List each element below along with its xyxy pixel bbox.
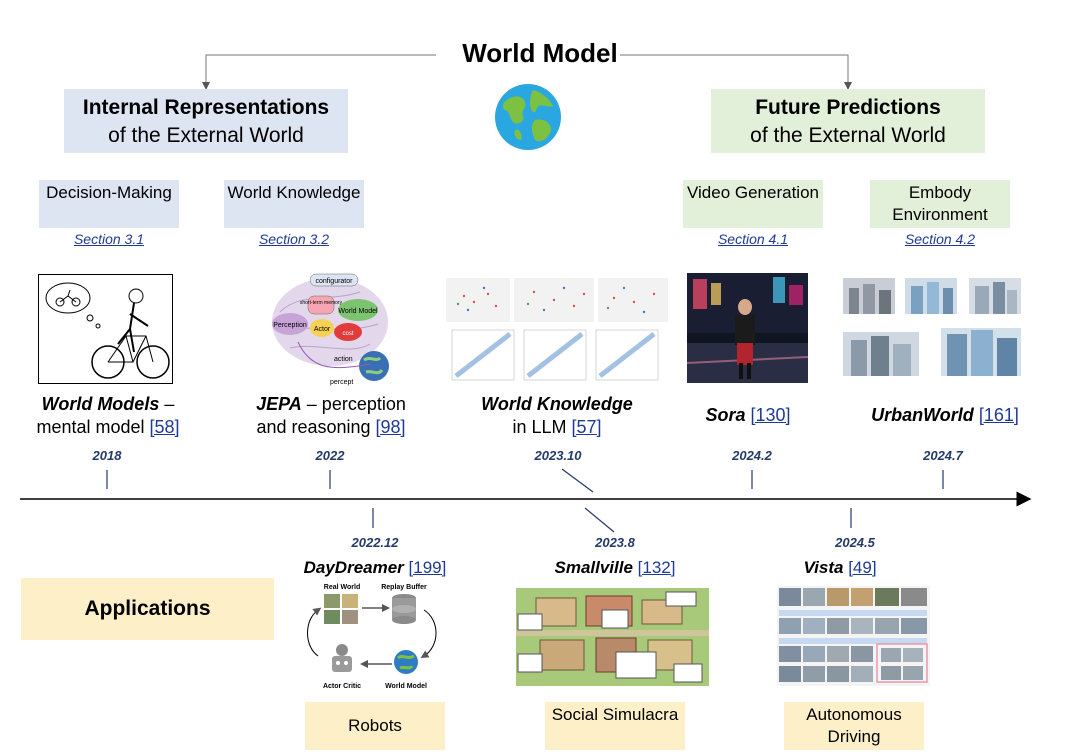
category-world-knowledge: World Knowledge <box>224 180 364 228</box>
app-box-robots: Robots <box>305 702 445 750</box>
category-embody-environment: Embody Environment <box>870 180 1010 228</box>
paper-urbanworld-ref[interactable]: [161] <box>978 405 1019 425</box>
paper-sora-caption: Sora [130] <box>680 404 816 427</box>
section-link-4-2[interactable]: Section 4.2 <box>904 231 976 247</box>
tick-2023-8 <box>584 507 615 533</box>
category-decision-making: Decision-Making <box>39 180 179 228</box>
jepa-percept-label: percept <box>330 379 353 386</box>
app-smallville-name: Smallville <box>554 558 633 577</box>
paper-jepa-rest: – perception <box>301 394 406 414</box>
year-2023-10: 2023.10 <box>534 448 582 463</box>
app-daydreamer-caption: DayDreamer [199] <box>280 557 470 579</box>
jepa-perception-label: Perception <box>273 322 307 329</box>
daydreamer-real-world-label: Real World <box>324 584 360 591</box>
year-2022: 2022 <box>315 448 345 463</box>
jepa-actor-label: Actor <box>314 326 331 333</box>
jepa-cost-label: cost <box>342 331 353 337</box>
paper-jepa-line2: and reasoning <box>256 417 376 437</box>
paper-sora-ref[interactable]: [130] <box>750 405 791 425</box>
paper-urbanworld-name: UrbanWorld <box>871 405 974 425</box>
internal-representations-subtitle: of the External World <box>108 124 304 147</box>
app-box-social-simulacra: Social Simulacra <box>545 702 685 750</box>
year-2023-8: 2023.8 <box>595 535 635 550</box>
future-predictions-subtitle: of the External World <box>750 124 946 147</box>
paper-world-models-name: World Models <box>41 394 160 414</box>
year-2024-5: 2024.5 <box>835 535 875 550</box>
sora-night-street-image <box>687 273 808 383</box>
app-box-autonomous-driving: Autonomous Driving <box>784 702 924 750</box>
smallville-town-image <box>516 588 709 686</box>
category-video-generation: Video Generation <box>683 180 823 228</box>
year-2018: 2018 <box>92 448 122 463</box>
app-daydreamer-name: DayDreamer <box>303 558 404 577</box>
future-predictions-box: Future Predictions of the External World <box>711 89 985 153</box>
jepa-brain-image: configurator short-term memory World Mod… <box>272 273 389 386</box>
world-knowledge-plots-image <box>444 276 670 384</box>
paper-world-knowledge-name: World Knowledge <box>481 394 633 414</box>
paper-world-knowledge-caption: World Knowledge in LLM [57] <box>462 393 652 439</box>
year-2022-12: 2022.12 <box>351 535 399 550</box>
paper-jepa-caption: JEPA – perception and reasoning [98] <box>236 393 426 439</box>
internal-representations-title: Internal Representations <box>82 96 330 119</box>
paper-world-knowledge-ref[interactable]: [57] <box>571 417 602 437</box>
vista-driving-grid-image <box>777 586 930 686</box>
paper-world-models-line2: mental model <box>36 417 150 437</box>
daydreamer-actor-critic-label: Actor Critic <box>323 683 361 690</box>
left-branch-arrow <box>202 54 436 90</box>
globe-icon <box>495 84 561 150</box>
app-vista-ref[interactable]: [49] <box>848 558 877 577</box>
section-link-3-1[interactable]: Section 3.1 <box>73 231 145 247</box>
jepa-world-model-label: World Model <box>338 308 378 315</box>
paper-jepa-name: JEPA <box>256 394 302 414</box>
daydreamer-world-model-label: World Model <box>385 683 427 690</box>
urbanworld-tiles-image <box>841 276 1023 378</box>
page-title: World Model <box>462 38 618 68</box>
world-models-sketch-image <box>38 274 173 384</box>
paper-world-models-dash: – <box>159 394 175 414</box>
jepa-action-label: action <box>334 356 353 363</box>
app-smallville-caption: Smallville [132] <box>520 557 710 579</box>
paper-jepa-ref[interactable]: [98] <box>375 417 406 437</box>
paper-world-models-ref[interactable]: [58] <box>149 417 180 437</box>
paper-sora-name: Sora <box>705 405 746 425</box>
paper-world-knowledge-line2: in LLM <box>512 417 572 437</box>
future-predictions-title: Future Predictions <box>755 96 941 119</box>
daydreamer-replay-buffer-label: Replay Buffer <box>381 584 427 591</box>
year-2024-2: 2024.2 <box>732 448 772 463</box>
paper-world-models-caption: World Models – mental model [58] <box>20 393 196 439</box>
right-branch-arrow <box>620 54 852 90</box>
paper-urbanworld-caption: UrbanWorld [161] <box>850 404 1040 427</box>
tick-2023-10 <box>561 468 594 493</box>
applications-label: Applications <box>21 578 274 640</box>
app-vista-caption: Vista [49] <box>770 557 910 579</box>
app-daydreamer-ref[interactable]: [199] <box>408 558 447 577</box>
jepa-configurator-label: configurator <box>316 278 354 285</box>
internal-representations-box: Internal Representations of the External… <box>64 89 348 153</box>
section-link-4-1[interactable]: Section 4.1 <box>717 231 789 247</box>
jepa-memory-label: short-term memory <box>300 300 343 306</box>
section-link-3-2[interactable]: Section 3.2 <box>258 231 330 247</box>
daydreamer-loop-image: Real World Replay Buffer Actor Critic Wo… <box>307 584 437 690</box>
app-vista-name: Vista <box>803 558 844 577</box>
app-smallville-ref[interactable]: [132] <box>637 558 676 577</box>
year-2024-7: 2024.7 <box>923 448 963 463</box>
